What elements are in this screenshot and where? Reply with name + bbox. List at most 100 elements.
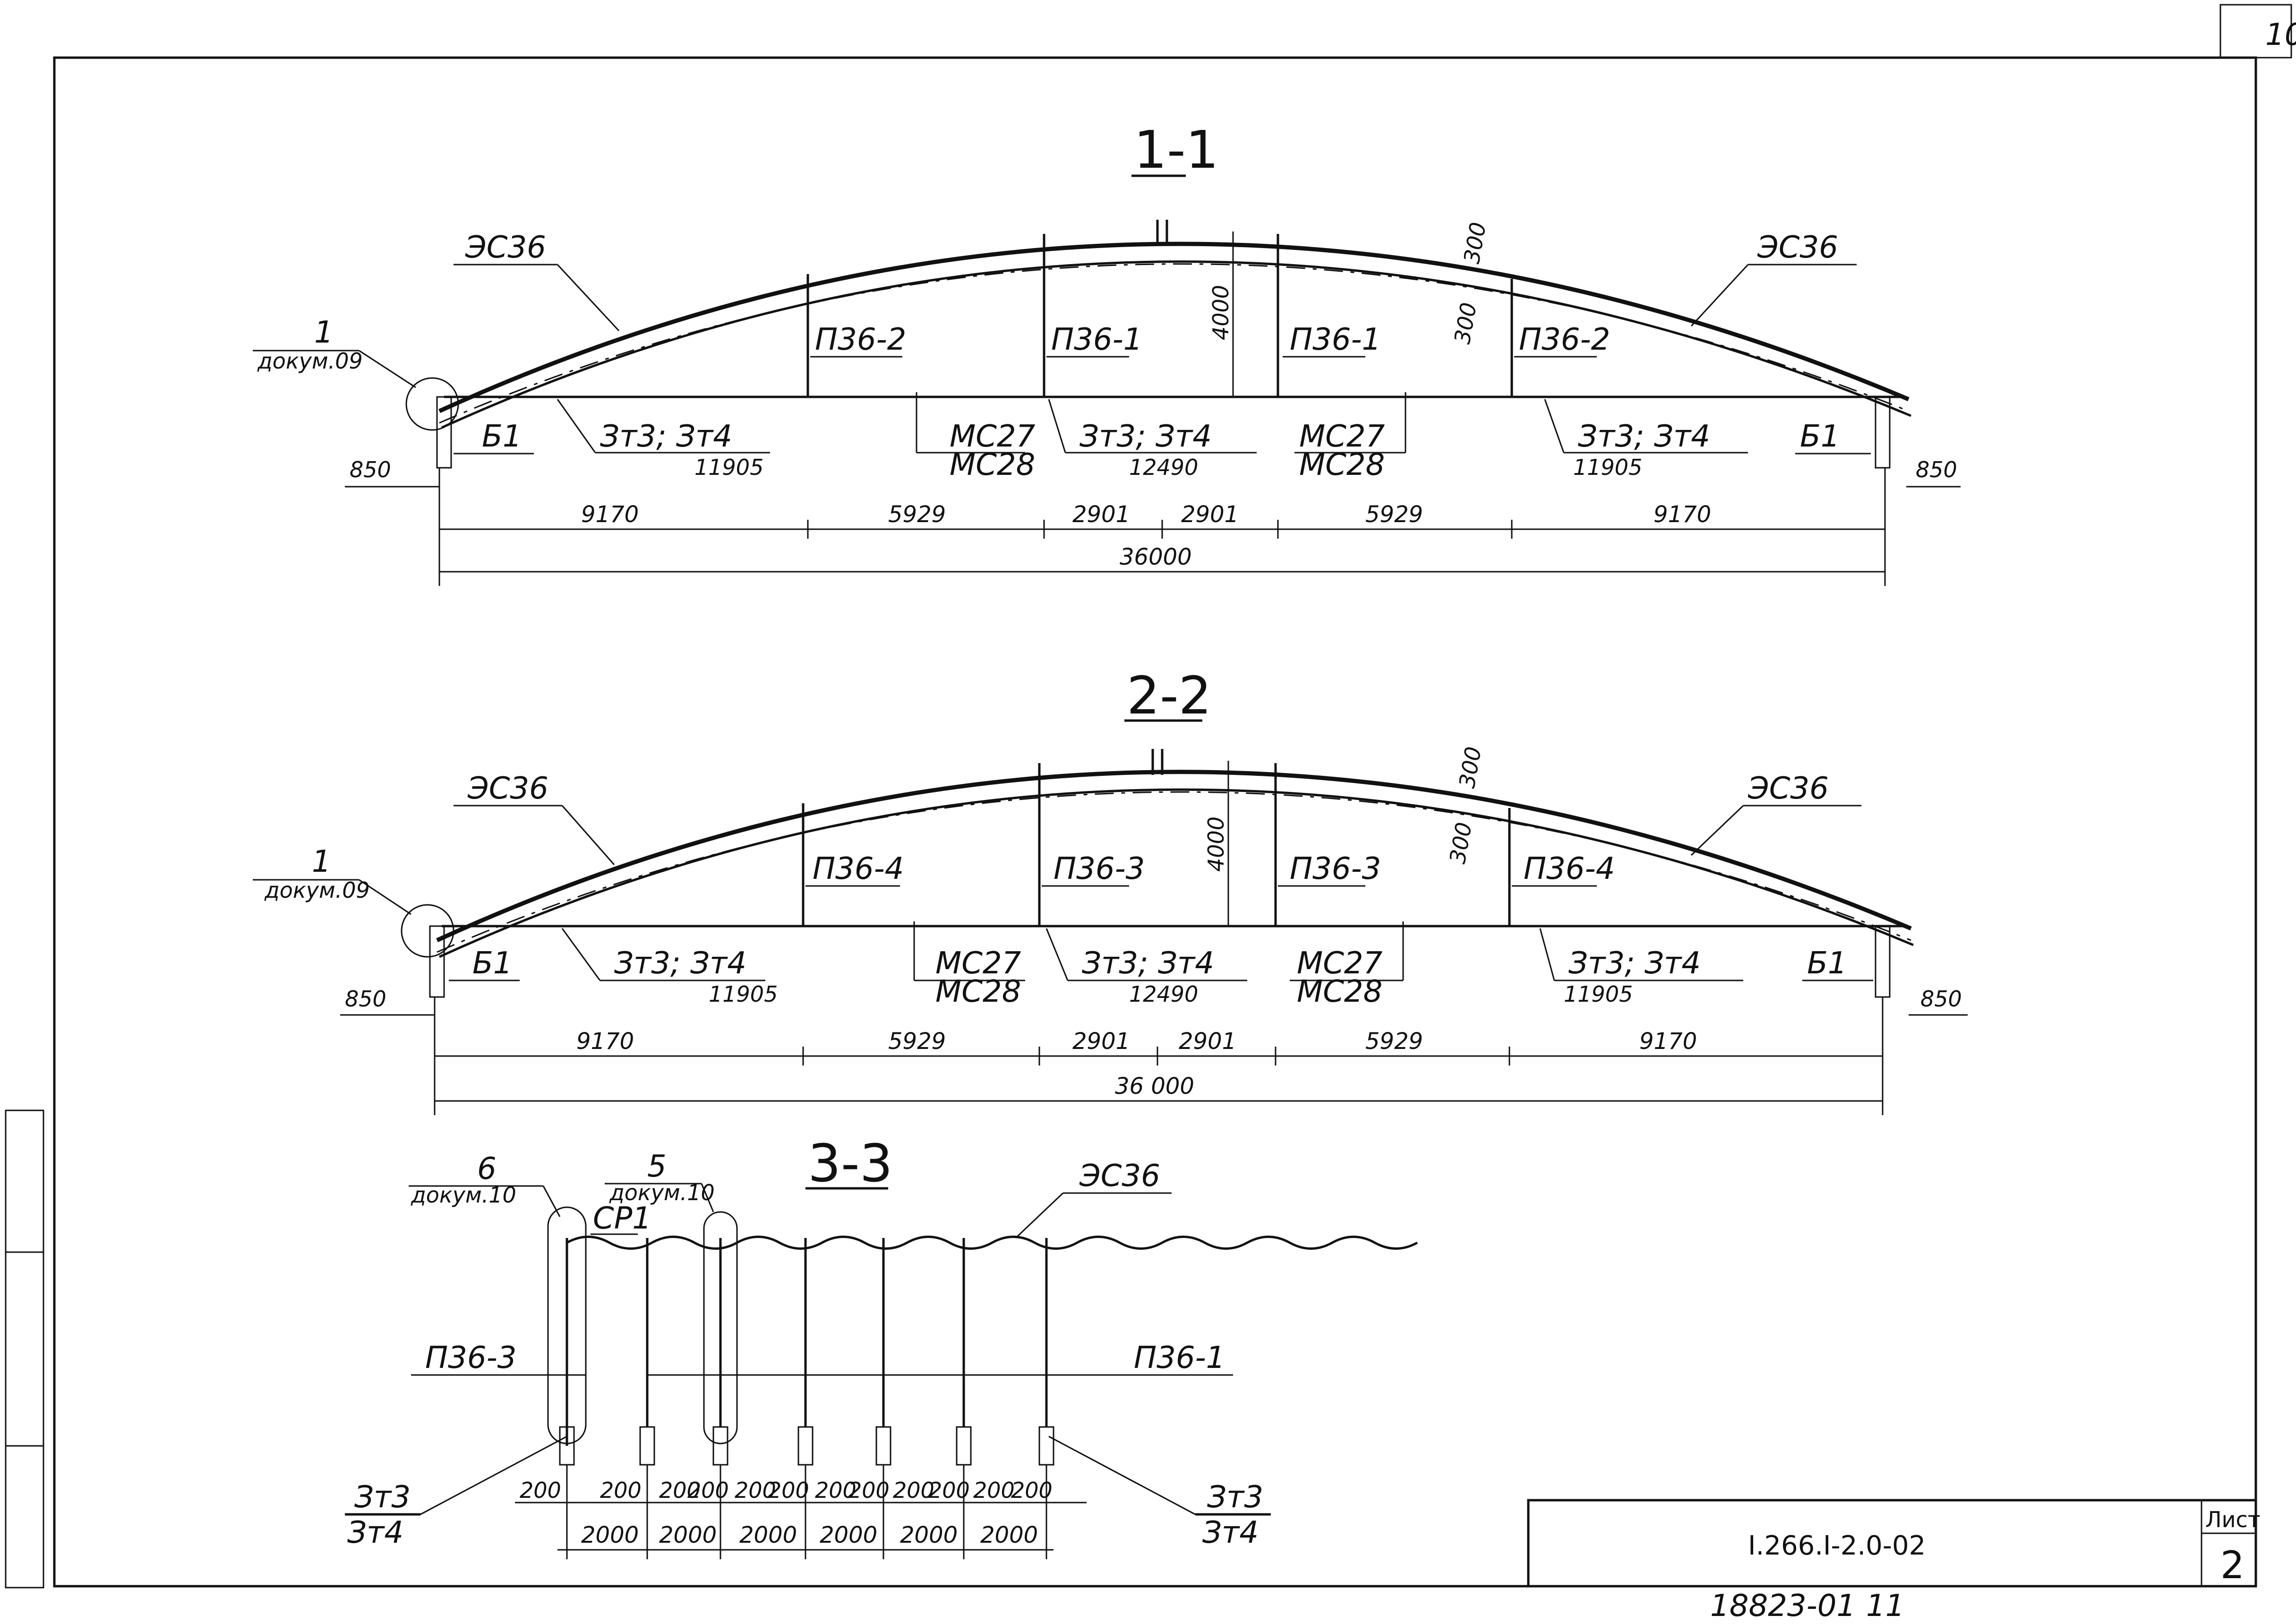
- post-foot: [956, 1426, 972, 1466]
- dim-value: 9170: [1639, 1028, 1697, 1055]
- tie-label-mid-leader: [1048, 399, 1066, 453]
- arch-top-chord: [436, 770, 1912, 943]
- support-label-left: Б1: [472, 946, 513, 981]
- dim-value: 2901: [1179, 1028, 1236, 1055]
- tie-length-mid: 12490: [1129, 455, 1198, 480]
- tie-right-leader: [1048, 1435, 1196, 1515]
- mc-right-1: МС27: [1299, 419, 1385, 454]
- tie-label-left: Зт3; Зт4: [614, 946, 746, 981]
- ref5-leader: [701, 1183, 714, 1212]
- post-label-c: П36-3: [1290, 851, 1381, 886]
- rise-value: 4000: [1203, 816, 1229, 872]
- mc-left-2: МС28: [935, 974, 1021, 1009]
- mc-right-2: МС28: [1297, 974, 1382, 1009]
- height-left: 850: [350, 457, 391, 482]
- mc-right-2: МС28: [1299, 447, 1385, 482]
- tie-length-left: 11905: [709, 981, 778, 1007]
- ref6-leader: [542, 1186, 561, 1217]
- sheet-label: Лист: [2205, 1507, 2261, 1532]
- post-label-a: П36-2: [815, 322, 906, 357]
- height-right: 850: [1920, 986, 1962, 1012]
- node-ref-leader: [359, 879, 411, 915]
- post-label-c: П36-1: [1290, 322, 1381, 357]
- support-right: [1875, 396, 1891, 469]
- tie-right-bottom: Зт4: [1202, 1515, 1259, 1550]
- sheet-number: 2: [2220, 1543, 2245, 1587]
- title-block-frame: [1527, 1499, 2257, 1588]
- post-label-d: П36-2: [1519, 322, 1610, 357]
- tie-label-right: Зт3; Зт4: [1568, 946, 1701, 981]
- tie-length-mid: 12490: [1129, 981, 1198, 1007]
- small-dims: 200 200 200 200 200 200 200 200 200 200 …: [515, 1478, 1087, 1504]
- arch-top-chord: [438, 241, 1910, 413]
- dim-200: 200: [659, 1478, 701, 1503]
- support-right: [1875, 925, 1891, 998]
- post-foot: [875, 1426, 891, 1466]
- spacing-ticks: [566, 1465, 1047, 1559]
- posts: [547, 1206, 1048, 1446]
- tie-label-mid: Зт3; Зт4: [1079, 419, 1212, 454]
- support-left: [429, 925, 445, 998]
- spacing-value: 2000: [659, 1522, 717, 1548]
- node-callout-circle: [405, 377, 459, 431]
- dim-200: 200: [687, 1478, 729, 1503]
- dim-value: 5929: [1365, 1028, 1423, 1055]
- title-block: I.266.I-2.0-02 Лист 2 18823-01 11: [1527, 1499, 2261, 1624]
- post-foot: [1038, 1426, 1054, 1466]
- height-left: 850: [345, 986, 386, 1012]
- node-ref-doc: докум.09: [264, 877, 370, 903]
- ref5-doc: докум.10: [609, 1180, 715, 1205]
- arch-label-left-leader: [561, 805, 615, 865]
- rise-value: 4000: [1208, 285, 1234, 340]
- arch-label-left: ЭС36: [465, 230, 546, 265]
- section-1-1: 1-1 1 докум.09 ЭС36 ЭС36 П36-: [253, 120, 1961, 586]
- thickness-a: 300: [1454, 745, 1486, 790]
- arch-label-right: ЭС36: [1757, 230, 1838, 265]
- tie-right-top: Зт3: [1207, 1480, 1263, 1515]
- spacing-value: 2000: [820, 1522, 877, 1548]
- total-span: 36000: [1120, 544, 1192, 570]
- tie-label-mid: Зт3; Зт4: [1082, 946, 1214, 981]
- arch-label-left-leader: [557, 264, 620, 332]
- dim-value: 5929: [888, 1028, 946, 1055]
- arch-label-leader: [1015, 1192, 1064, 1239]
- post-foot: [712, 1426, 728, 1466]
- support-label-right: Б1: [1807, 946, 1847, 981]
- tie-left-top: Зт3: [354, 1480, 411, 1515]
- node-ref-number: 1: [312, 844, 331, 879]
- support-label-right: Б1: [1800, 419, 1840, 454]
- dim-value: 2901: [1181, 501, 1239, 528]
- section-3-title: 3-3: [808, 1133, 893, 1194]
- tie-label-right-leader: [1544, 399, 1565, 453]
- dim-value: 2901: [1072, 1028, 1130, 1055]
- post-label-d: П36-4: [1524, 851, 1615, 886]
- arch-label-right-leader: [1690, 264, 1749, 327]
- corner-page-box: [2219, 4, 2292, 59]
- section-1-title: 1-1: [1134, 120, 1219, 180]
- dim-200: 200: [1011, 1478, 1053, 1503]
- arch-label-right-leader: [1690, 805, 1744, 856]
- document-code: I.266.I-2.0-02: [1748, 1530, 1926, 1561]
- corrugated-deck: [566, 1236, 1418, 1250]
- tie-length-left: 11905: [694, 455, 763, 480]
- dim-200: 200: [893, 1478, 934, 1503]
- dim-200: 200: [848, 1478, 890, 1503]
- post-label-a: П36-4: [813, 851, 904, 886]
- tie-label-left-leader: [561, 928, 601, 981]
- tie-label-left-leader: [557, 399, 596, 453]
- node-ref-leader: [359, 350, 416, 388]
- post-label-b: П36-3: [1054, 851, 1145, 886]
- mc-right-1: МС27: [1297, 946, 1383, 981]
- arch-bottom-chord: [438, 788, 1914, 958]
- spacing-value: 2000: [900, 1522, 958, 1548]
- node-callout-circle: [401, 904, 454, 958]
- dim-ticks: [438, 468, 1886, 586]
- tie-length-right: 11905: [1573, 455, 1642, 480]
- support-label-left: Б1: [482, 419, 522, 454]
- dim-value: 9170: [576, 1028, 634, 1055]
- thickness-b: 300: [1449, 301, 1482, 346]
- total-span: 36 000: [1115, 1073, 1194, 1100]
- height-right: 850: [1916, 457, 1957, 482]
- node-ref-number: 1: [314, 315, 334, 350]
- tie-left-leader: [420, 1435, 567, 1515]
